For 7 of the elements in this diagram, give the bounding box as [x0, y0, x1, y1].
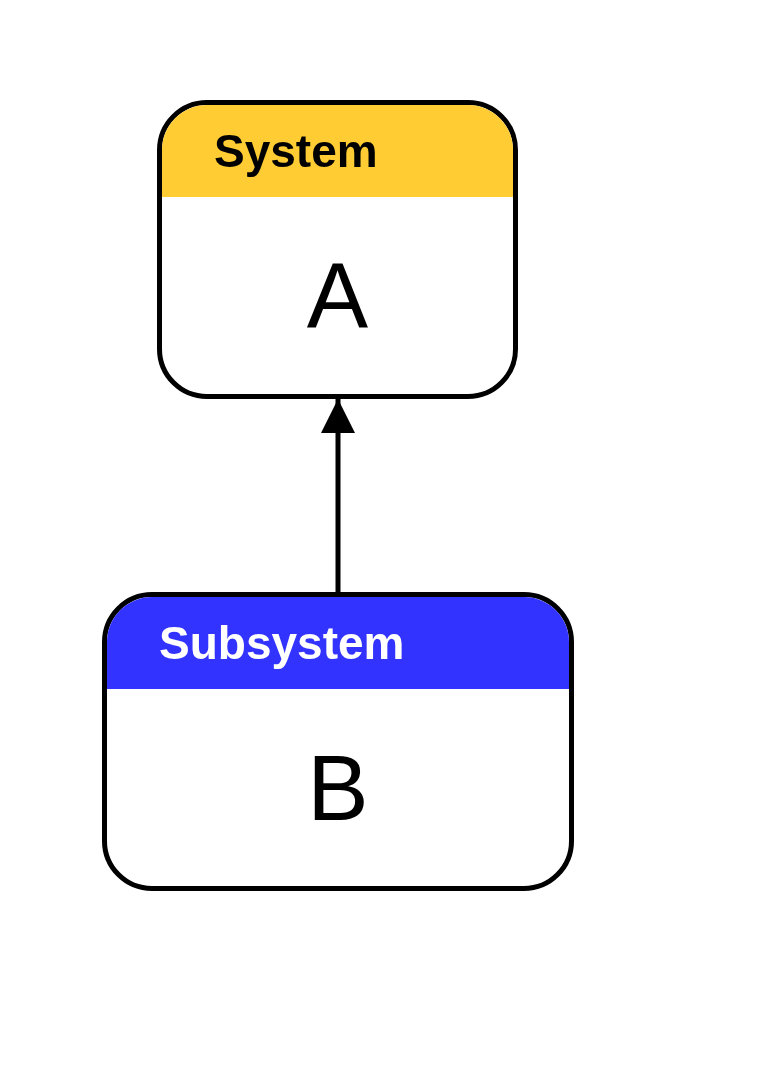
header-band: System [162, 105, 513, 197]
system-box [102, 592, 574, 891]
node-label: B [307, 741, 369, 834]
arrow [321, 399, 355, 592]
node-label: A [306, 249, 369, 342]
header-band: Subsystem [107, 597, 569, 689]
system-box [157, 100, 518, 399]
